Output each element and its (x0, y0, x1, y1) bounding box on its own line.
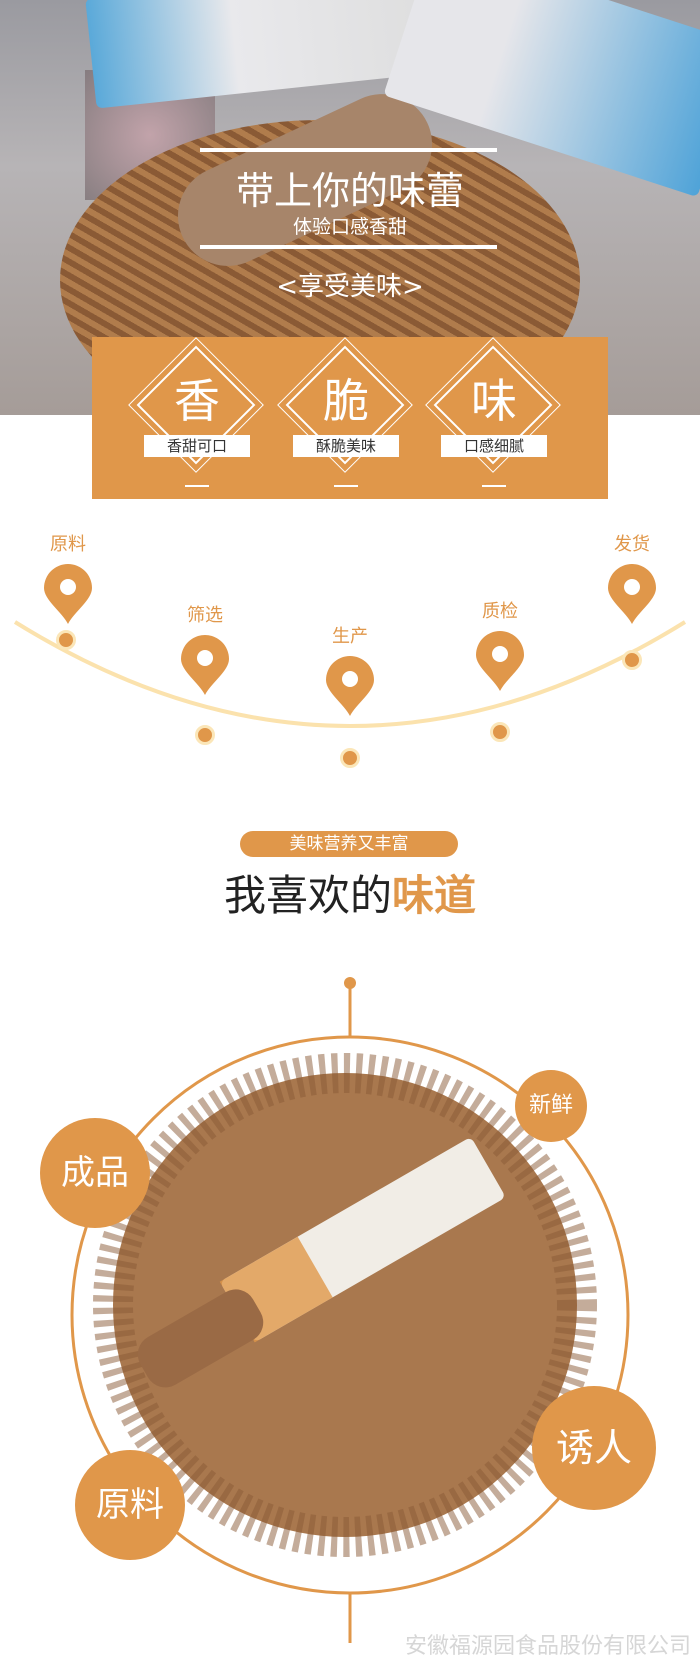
hero-subtitle: 体验口感香甜 (292, 216, 407, 238)
location-pin-icon (42, 564, 94, 626)
process-step-label: 生产 (332, 626, 368, 647)
circle-diagram (70, 977, 630, 1643)
location-pin-icon (179, 635, 231, 697)
process-step-label: 原料 (50, 534, 86, 555)
title-highlight: 味道 (392, 871, 477, 920)
divider (200, 245, 497, 249)
label-fresh: 新鲜 (515, 1070, 587, 1142)
feature-char: 脆 (323, 374, 369, 428)
process-dot (195, 725, 215, 745)
divider (200, 148, 497, 152)
taste-title: 我喜欢的味道 (0, 862, 700, 923)
process-step-label: 筛选 (187, 605, 223, 626)
process-step-label: 质检 (482, 601, 518, 622)
title-plain: 我喜欢的 (223, 871, 392, 920)
feature-label: 口感细腻 (441, 435, 547, 457)
hero-title: 带上你的味蕾 (235, 169, 464, 213)
label-raw: 原料 (75, 1450, 185, 1560)
feature-sweet: 香 香甜可口 (122, 337, 272, 495)
process-dot (490, 722, 510, 742)
footer-company: 安徽福源园食品股份有限公司 (405, 1634, 692, 1659)
location-pin-icon (324, 656, 376, 718)
feature-label: 酥脆美味 (293, 435, 399, 457)
feature-flavor: 味 口感细腻 (419, 337, 569, 495)
divider (185, 485, 209, 487)
process-step-label: 发货 (614, 534, 650, 555)
features-panel: 香 香甜可口 脆 酥脆美味 味 口感细腻 (92, 337, 608, 499)
label-tempting: 诱人 (532, 1386, 656, 1510)
process-arc (13, 620, 687, 728)
wicker-texture (93, 1053, 597, 1557)
location-pin-icon (474, 631, 526, 693)
feature-crispy: 脆 酥脆美味 (271, 337, 421, 495)
arc-line (13, 620, 687, 728)
feature-label: 香甜可口 (144, 435, 250, 457)
process-dot (340, 748, 360, 768)
process-dot (622, 650, 642, 670)
taste-badge: 美味营养又丰富 (240, 831, 458, 857)
connector-dot (344, 977, 356, 989)
label-product: 成品 (40, 1118, 150, 1228)
snack-product-image (137, 1138, 504, 1388)
hero-tagline: <享受美味> (276, 272, 424, 302)
divider (334, 485, 358, 487)
feature-char: 味 (471, 374, 517, 428)
feature-char: 香 (174, 374, 220, 428)
process-dot (56, 630, 76, 650)
location-pin-icon (606, 564, 658, 626)
divider (482, 485, 506, 487)
